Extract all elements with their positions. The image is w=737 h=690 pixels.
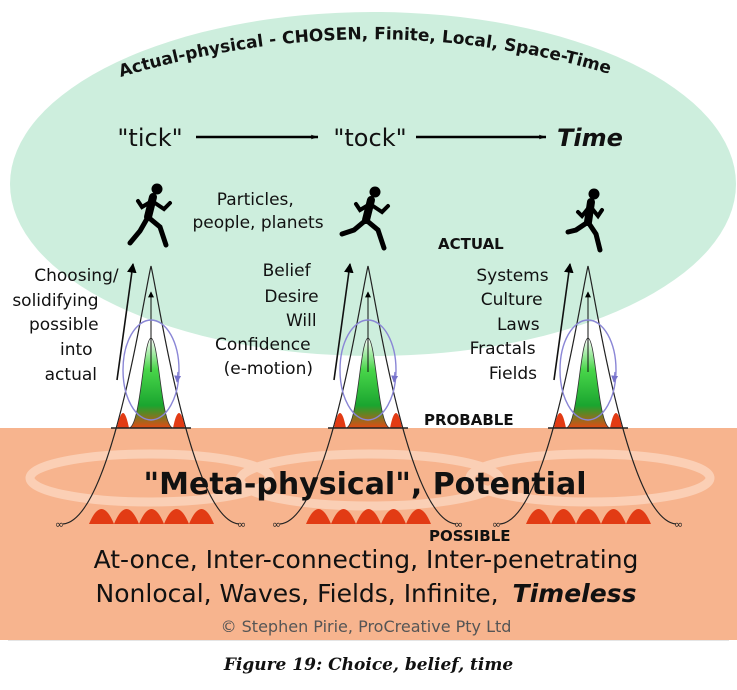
- cone-unit: ∞∞: [492, 263, 683, 531]
- potential-band: [0, 428, 737, 640]
- choosing-label: Choosing/ solidifying possible into actu…: [12, 266, 124, 385]
- cycle-loop: [559, 319, 617, 421]
- figure-caption: Figure 19: Choice, belief, time: [223, 655, 514, 675]
- tick-label: "tick": [117, 124, 182, 152]
- runner-icon: [565, 188, 604, 253]
- choice-arrow: [553, 263, 574, 381]
- infinity-symbol: ∞: [55, 518, 64, 531]
- cone-unit: ∞∞: [272, 263, 463, 531]
- probable-label: PROBABLE: [424, 411, 514, 429]
- infinity-symbol: ∞: [492, 518, 501, 531]
- choice-arrow: [333, 263, 354, 381]
- particles-label: Particles, people, planets: [192, 190, 323, 233]
- probable-side-wave: [117, 413, 129, 428]
- possible-wave: [306, 509, 431, 524]
- tock-label: "tock": [333, 124, 406, 152]
- runner-icon: [339, 186, 390, 251]
- belief-label: Belief Desire Will Confidence (e-motion): [215, 261, 324, 379]
- bottom-line-2: Nonlocal, Waves, Fields, Infinite, Timel…: [96, 579, 637, 608]
- probability-cone: [279, 265, 457, 525]
- probability-cone: [499, 265, 677, 525]
- choice-arrow: [116, 263, 137, 381]
- caption-divider: [8, 640, 729, 641]
- copyright: © Stephen Pirie, ProCreative Pty Ltd: [221, 617, 512, 636]
- probable-side-wave: [334, 413, 346, 428]
- systems-label: Systems Culture Laws Fractals Fields: [470, 266, 554, 384]
- probable-side-wave: [610, 413, 622, 428]
- actual-label: ACTUAL: [438, 235, 504, 253]
- cycle-loop: [339, 319, 397, 421]
- ripple-rings: [25, 449, 715, 511]
- infinity-symbol: ∞: [237, 518, 246, 531]
- actual-ellipse: [10, 12, 736, 356]
- infinity-symbol: ∞: [454, 518, 463, 531]
- infinity-symbol: ∞: [674, 518, 683, 531]
- probable-side-wave: [173, 413, 185, 428]
- bottom-line-2-emphasis: Timeless: [513, 579, 637, 608]
- probable-side-wave: [390, 413, 402, 428]
- metaphysical-label: "Meta-physical", Potential: [144, 467, 587, 502]
- cycle-arrow: [174, 371, 182, 383]
- probability-cone: [62, 265, 240, 525]
- bottom-line-2-prefix: Nonlocal, Waves, Fields, Infinite,: [96, 579, 499, 608]
- bottom-line-1: At-once, Inter-connecting, Inter-penetra…: [94, 545, 639, 574]
- probable-side-wave: [554, 413, 566, 428]
- cycle-arrow: [391, 371, 399, 383]
- cone-unit: ∞∞: [55, 263, 246, 531]
- runner-icon: [127, 183, 172, 248]
- cycle-arrow: [611, 371, 619, 383]
- infinity-symbol: ∞: [272, 518, 281, 531]
- choice-belief-time-diagram: Actual-physical - CHOSEN, Finite, Local,…: [0, 12, 737, 640]
- possible-wave: [89, 509, 214, 524]
- time-label: Time: [557, 124, 623, 152]
- possible-label: POSSIBLE: [429, 527, 511, 545]
- cycle-loop: [122, 319, 180, 421]
- possible-wave: [526, 509, 651, 524]
